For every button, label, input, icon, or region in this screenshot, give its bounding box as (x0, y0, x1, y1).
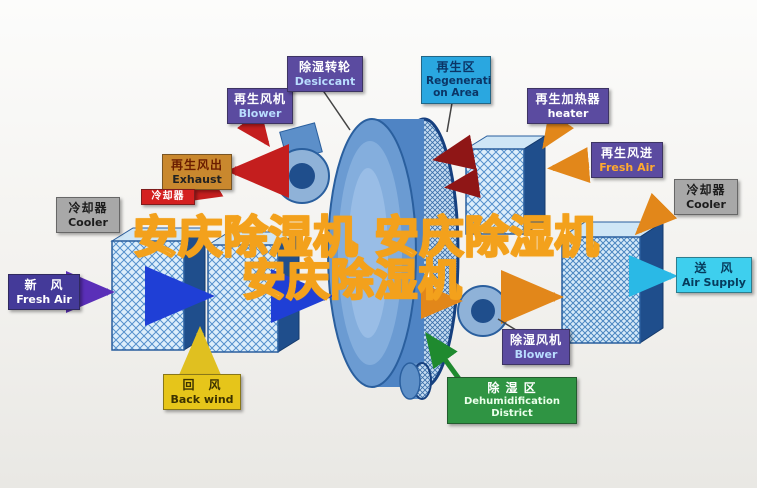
label-dehumid-district-en1: Dehumidification (463, 395, 561, 407)
label-dehumid-blower-zh: 除湿风机 (509, 333, 562, 347)
label-regen-fresh-air-en: Fresh Air (599, 160, 655, 174)
label-fresh-air: 新 风 Fresh Air (8, 274, 80, 311)
label-desiccant-wheel-en: Desiccant (294, 74, 356, 88)
label-cooler-left-en: Cooler (68, 215, 108, 229)
label-regen-heater-zh: 再生加热器 (535, 92, 601, 106)
label-dehumid-district-zh: 除 湿 区 (487, 381, 537, 395)
label-exhaust-zh: 再生风出 (170, 158, 223, 172)
label-air-supply-zh: 送 风 (694, 261, 734, 275)
label-air-supply-en: Air Supply (682, 275, 746, 289)
label-regen-heater-en: heater (547, 106, 589, 120)
rotor-drive-roller (399, 362, 432, 400)
label-regeneration-area-en1: Regenerati (426, 74, 492, 87)
label-regeneration-area-zh: 再生区 (436, 60, 476, 74)
label-cooler-small-zh: 冷却器 (151, 191, 185, 202)
label-desiccant-wheel: 除湿转轮 Desiccant (287, 56, 363, 93)
label-regeneration-area: 再生区 Regenerati on Area (421, 56, 492, 105)
label-cooler-left-zh: 冷却器 (68, 201, 108, 215)
label-exhaust: 再生风出 Exhaust (162, 154, 232, 191)
regeneration-heater-box (464, 135, 547, 235)
label-dehumid-district-en2: District (491, 407, 533, 419)
label-desiccant-wheel-zh: 除湿转轮 (298, 60, 351, 74)
label-regen-blower: 再生风机 Blower (227, 88, 293, 125)
label-back-wind-zh: 回 风 (182, 378, 222, 392)
label-dehumid-blower: 除湿风机 Blower (502, 329, 570, 366)
label-regen-blower-zh: 再生风机 (233, 92, 286, 106)
label-fresh-air-zh: 新 风 (24, 278, 64, 292)
dehumidification-blower-fan (457, 285, 509, 337)
arrow-regen-to-wheel-2 (444, 168, 481, 198)
label-cooler-right-en: Cooler (686, 197, 726, 211)
label-air-supply: 送 风 Air Supply (676, 257, 752, 294)
label-cooler-right-zh: 冷却器 (686, 183, 726, 197)
arrow-regen-fresh-in (547, 147, 591, 183)
label-exhaust-en: Exhaust (172, 172, 222, 186)
leader-regen-area-label (446, 102, 453, 133)
label-back-wind: 回 风 Back wind (163, 374, 241, 411)
label-back-wind-en: Back wind (170, 392, 234, 406)
label-cooler-right: 冷却器 Cooler (674, 179, 738, 216)
label-cooler-left: 冷却器 Cooler (56, 197, 120, 234)
arrow-cooler-right-down (634, 192, 678, 236)
label-fresh-air-en: Fresh Air (16, 292, 72, 306)
leader-desiccant-label (321, 88, 351, 131)
label-regen-heater: 再生加热器 heater (527, 88, 609, 125)
regeneration-blower-fan (274, 122, 330, 204)
label-dehumid-district: 除 湿 区 Dehumidification District (447, 377, 577, 424)
label-regen-fresh-air-zh: 再生风进 (600, 146, 653, 160)
watermark-line2: 安庆除湿机 (241, 255, 463, 307)
arrow-dehumid-district-pointer (425, 331, 465, 385)
label-regen-fresh-air: 再生风进 Fresh Air (591, 142, 663, 179)
arrow-regen-to-wheel-1 (432, 134, 477, 171)
label-regeneration-area-en2: on Area (433, 87, 479, 100)
leader-dehumid-blower-label (497, 318, 517, 331)
arrow-heater-down (542, 111, 574, 150)
label-dehumid-blower-en: Blower (514, 347, 558, 361)
watermark-line1: 安庆除湿机 安庆除湿机 (132, 211, 600, 264)
arrow-blower-to-fan (237, 110, 270, 147)
label-regen-blower-en: Blower (238, 106, 282, 120)
desiccant-rotor-wheel (327, 117, 460, 389)
